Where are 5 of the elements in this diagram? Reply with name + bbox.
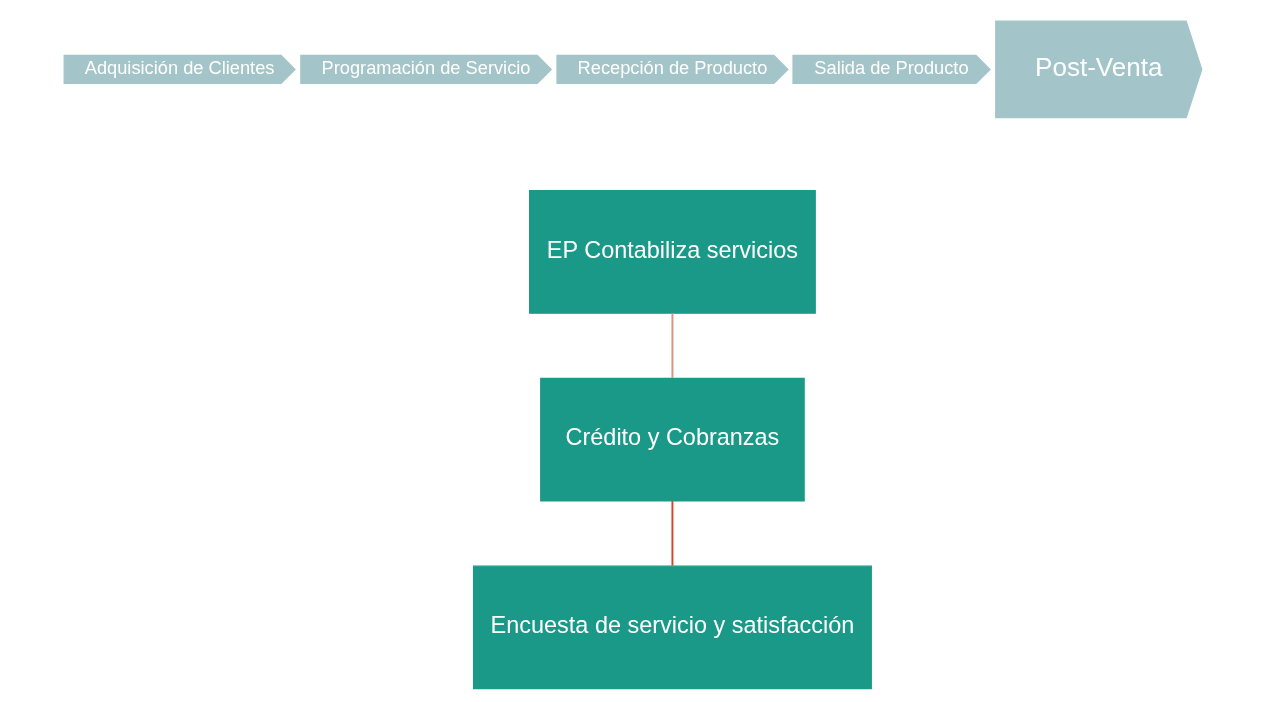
node-box: EP Contabiliza servicios — [529, 190, 816, 314]
node-box: Crédito y Cobranzas — [540, 377, 805, 502]
connector — [671, 500, 674, 567]
connector — [671, 312, 674, 379]
node-box: Encuesta de servicio y satisfacción — [472, 565, 872, 690]
